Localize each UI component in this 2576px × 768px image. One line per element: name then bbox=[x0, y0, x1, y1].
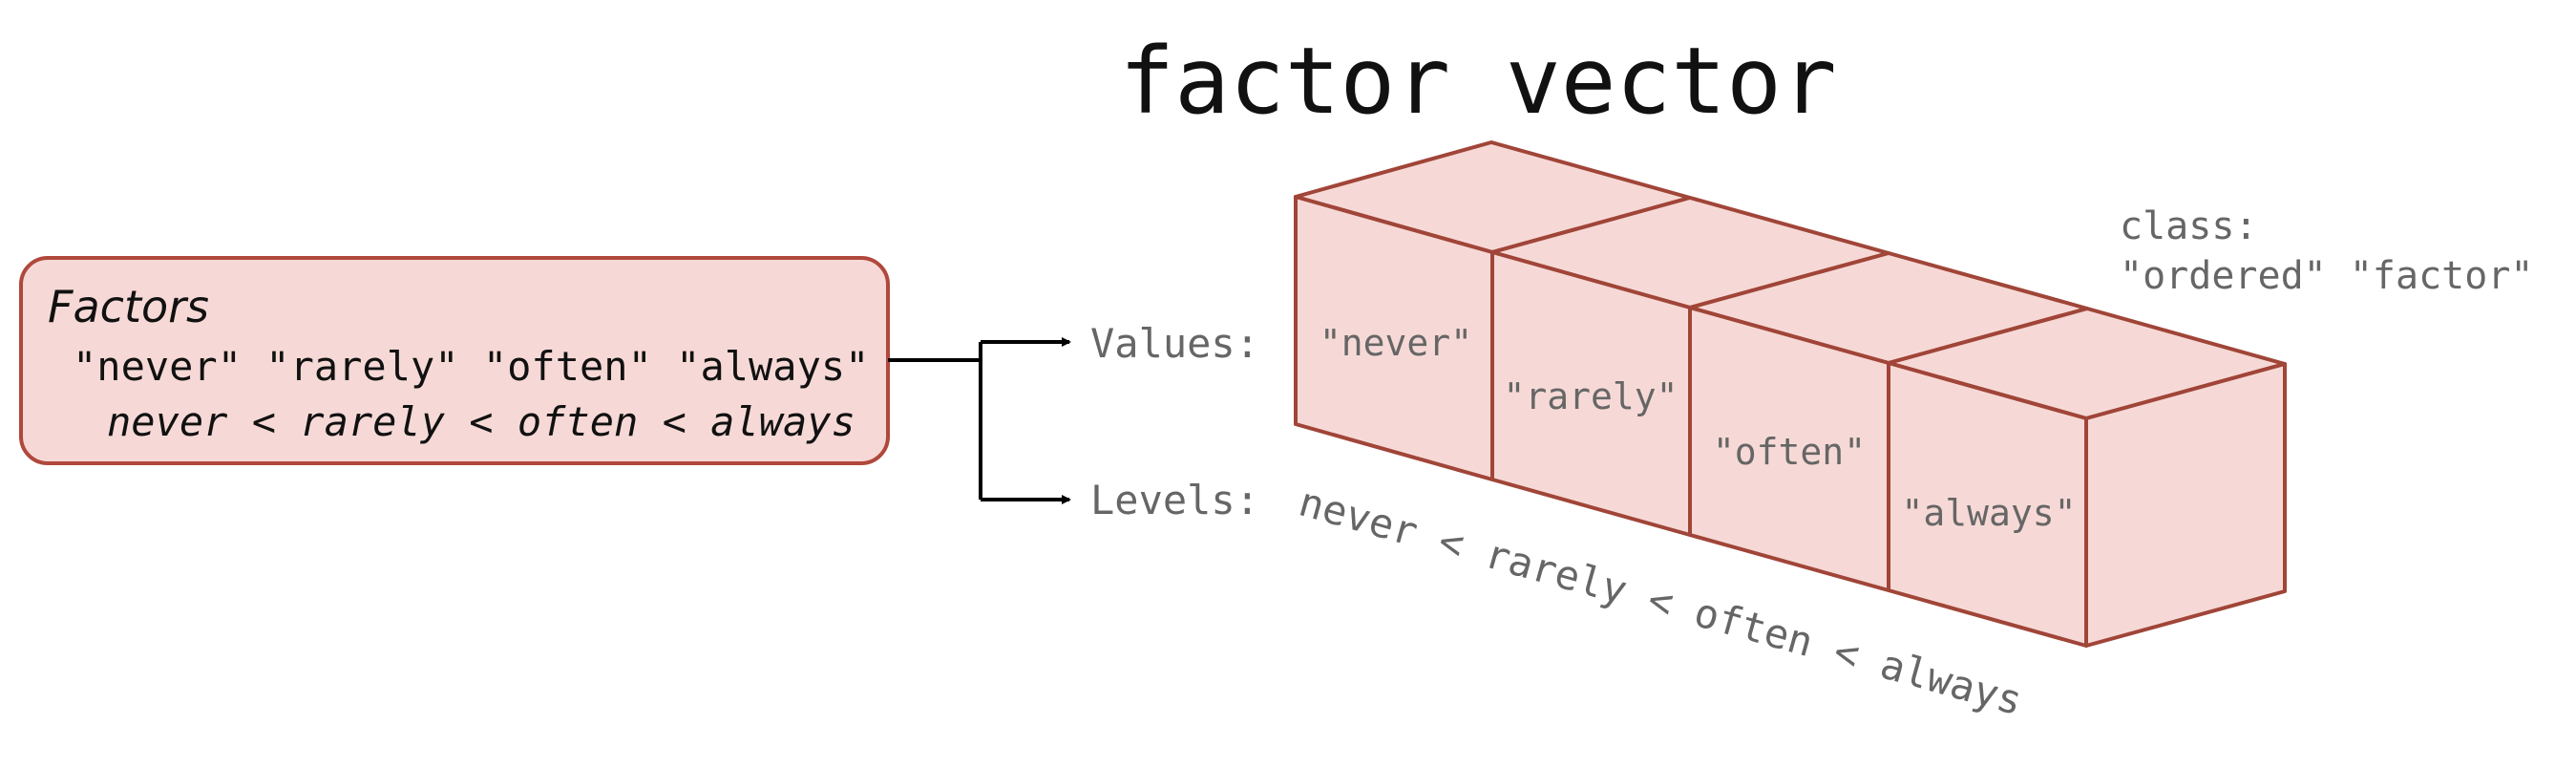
cell-value: "never" bbox=[1320, 322, 1472, 364]
levels-label: Levels: bbox=[1090, 477, 1259, 523]
values-label: Values: bbox=[1090, 320, 1259, 367]
class-value: "ordered" "factor" bbox=[2120, 254, 2533, 298]
cell-value: "rarely" bbox=[1503, 375, 1678, 417]
cube-4-side bbox=[2084, 362, 2287, 648]
factors-heading: Factors bbox=[48, 281, 209, 332]
vector-cubes bbox=[1294, 140, 2287, 648]
factors-order-line: never < rarely < often < always bbox=[107, 398, 855, 445]
factors-values-line: "never" "rarely" "often" "always" bbox=[73, 343, 869, 390]
diagram-title: factor vector bbox=[1119, 28, 1836, 135]
cell-value: "always" bbox=[1901, 492, 2076, 534]
connector-arrows bbox=[888, 337, 1071, 504]
class-label: class: bbox=[2120, 204, 2258, 248]
factors-box: Factors "never" "rarely" "often" "always… bbox=[19, 256, 890, 465]
cell-value: "often" bbox=[1713, 431, 1866, 473]
